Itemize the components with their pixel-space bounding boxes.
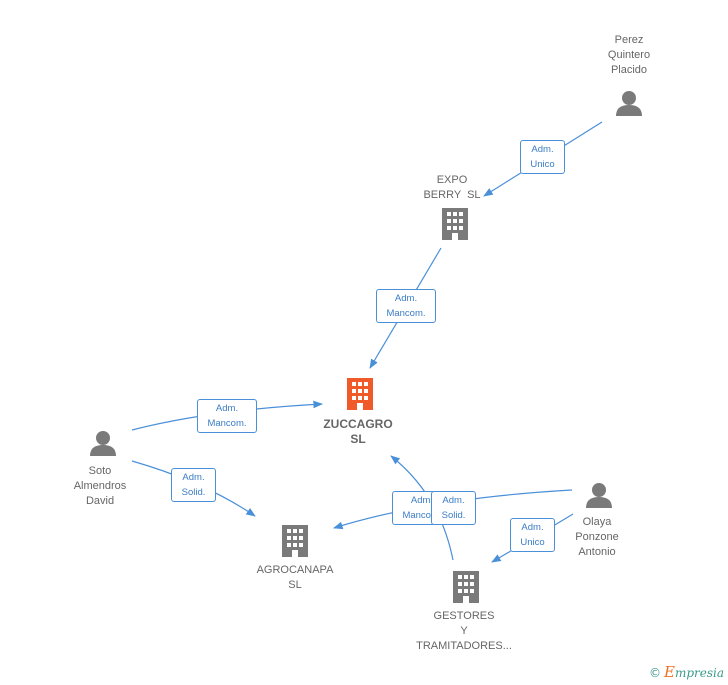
edge-label-gestores-zuccagro: Adm. Solid. — [431, 491, 476, 525]
node-olaya-label[interactable]: Olaya Ponzone Antonio — [575, 516, 619, 558]
building-icon — [453, 571, 479, 603]
node-expo-label[interactable]: EXPO BERRY SL — [423, 174, 481, 201]
node-soto-label[interactable]: Soto Almendros David — [73, 465, 127, 507]
edge-label-expo-zuccagro: Adm. Mancom. — [376, 289, 436, 323]
person-icon — [616, 91, 642, 116]
building-icon-highlight — [347, 378, 373, 410]
person-icon — [90, 431, 116, 456]
building-icon — [282, 525, 308, 557]
edge-label-soto-agrocanapa: Adm. Solid. — [171, 468, 216, 502]
copyright-symbol: © — [648, 666, 661, 680]
building-icon — [442, 208, 468, 240]
edge-label-soto-zuccagro: Adm. Mancom. — [197, 399, 257, 433]
edge-label-perez-expo: Adm. Unico — [520, 140, 565, 174]
brand-footer[interactable]: ©Empresia — [649, 663, 724, 681]
brand-name: mpresia — [674, 666, 724, 680]
node-gestores-label[interactable]: GESTORES Y TRAMITADORES... — [416, 610, 512, 652]
edge-label-olaya-gestores: Adm. Unico — [510, 518, 555, 552]
person-icon — [586, 483, 612, 508]
node-agrocanapa-label[interactable]: AGROCANAPA SL — [256, 564, 334, 591]
node-zuccagro-label[interactable]: ZUCCAGRO SL — [323, 417, 393, 446]
brand-initial: E — [663, 663, 675, 681]
node-perez-label[interactable]: Perez Quintero Placido — [607, 34, 651, 76]
